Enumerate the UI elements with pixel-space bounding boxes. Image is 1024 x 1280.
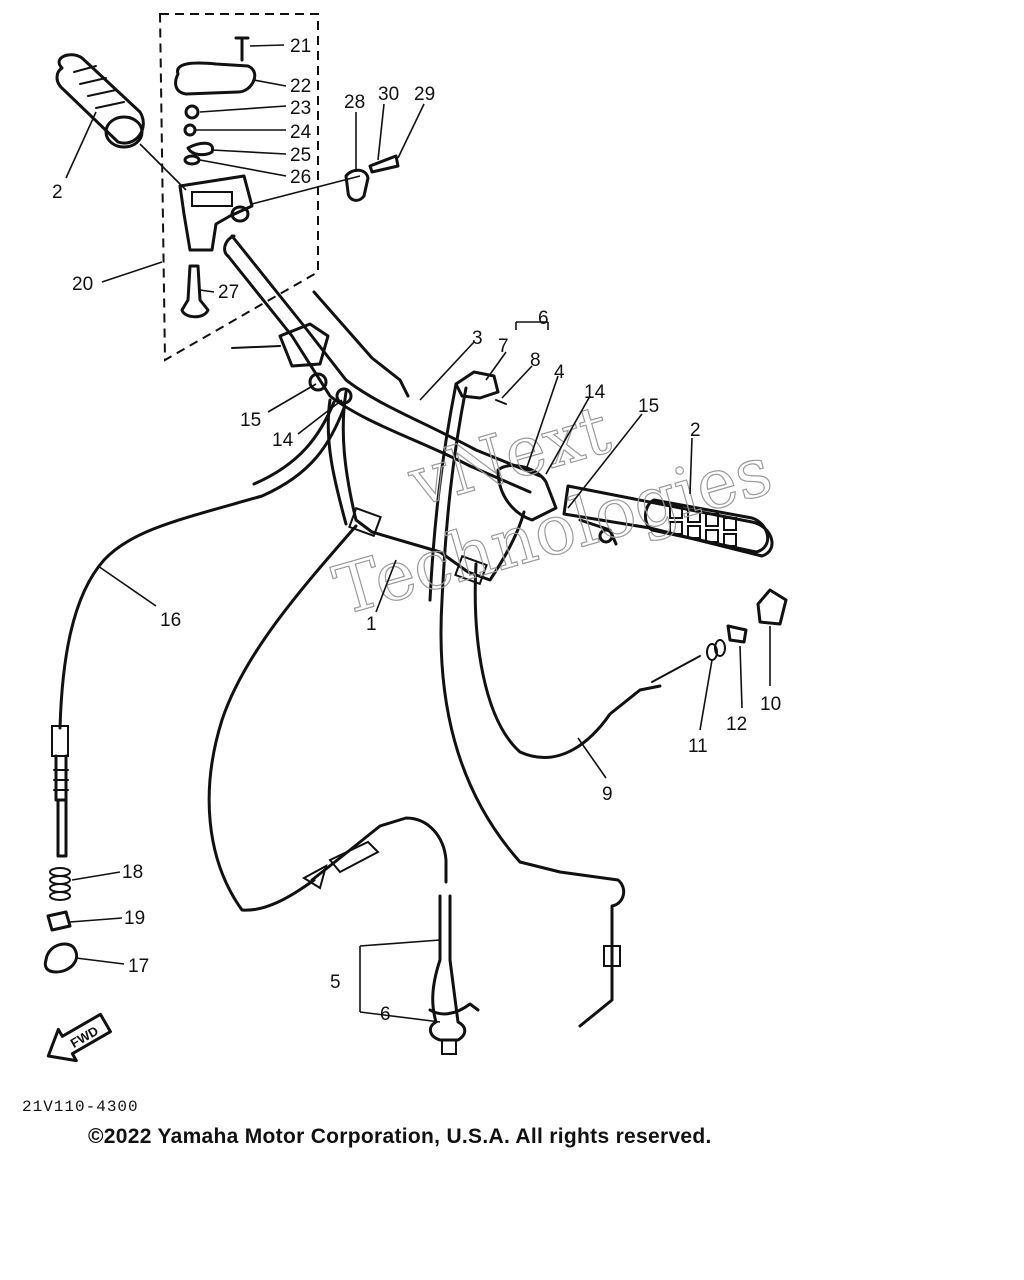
callout-15-left: 15 (240, 410, 261, 431)
perch-parts (231, 154, 410, 405)
callout-18: 18 (122, 862, 143, 883)
callout-1: 1 (366, 614, 377, 635)
callout-22: 22 (290, 76, 311, 97)
copyright-notice: ©2022 Yamaha Motor Corporation, U.S.A. A… (88, 1125, 712, 1148)
callout-13: 12 (726, 714, 747, 735)
callout-17: 17 (128, 956, 149, 977)
callout-16: 16 (160, 610, 181, 631)
callout-27: 27 (218, 282, 239, 303)
callout-21: 21 (290, 36, 311, 57)
handlebar (223, 234, 542, 586)
callout-30: 30 (378, 84, 399, 105)
callout-labels: 2 21 22 23 24 25 26 27 20 28 30 29 6 3 7… (52, 36, 781, 1025)
left-grip (55, 53, 187, 191)
master-cylinder (174, 36, 257, 319)
callout-19: 19 (124, 908, 145, 929)
callout-8: 7 (498, 336, 509, 357)
callout-26: 26 (290, 167, 311, 188)
callout-4: 4 (554, 362, 565, 383)
brake-cable (43, 400, 346, 974)
watermark: vNext Technologies (325, 390, 781, 632)
callout-7: 6 (538, 308, 549, 329)
leader-lines (65, 44, 771, 1023)
callout-9: 8 (530, 350, 541, 371)
callout-2-left: 2 (52, 182, 63, 203)
callout-24: 24 (290, 122, 312, 143)
callout-25: 25 (290, 145, 311, 166)
callout-2-right: 2 (690, 420, 701, 441)
callout-6: 6 (380, 1004, 391, 1025)
callout-10: 9 (602, 784, 613, 805)
callout-11: 10 (760, 694, 781, 715)
callout-20: 20 (72, 274, 93, 295)
callout-23: 23 (290, 98, 311, 119)
diagram-code: 21V110-4300 (22, 1098, 139, 1116)
callout-15-right: 15 (638, 396, 659, 417)
control-cable (428, 370, 788, 1028)
callout-14-right: 14 (584, 382, 606, 403)
assembly-group-outline (158, 13, 319, 362)
callout-29: 29 (414, 84, 435, 105)
callout-14-left: 14 (272, 430, 294, 451)
throttle-cable (207, 524, 480, 1055)
right-grip (496, 464, 774, 558)
callout-3: 3 (472, 328, 483, 349)
callout-5: 5 (330, 972, 341, 993)
callout-12: 11 (688, 736, 708, 757)
forward-arrow-icon: FWD (46, 1012, 112, 1063)
callout-28: 28 (344, 92, 365, 113)
